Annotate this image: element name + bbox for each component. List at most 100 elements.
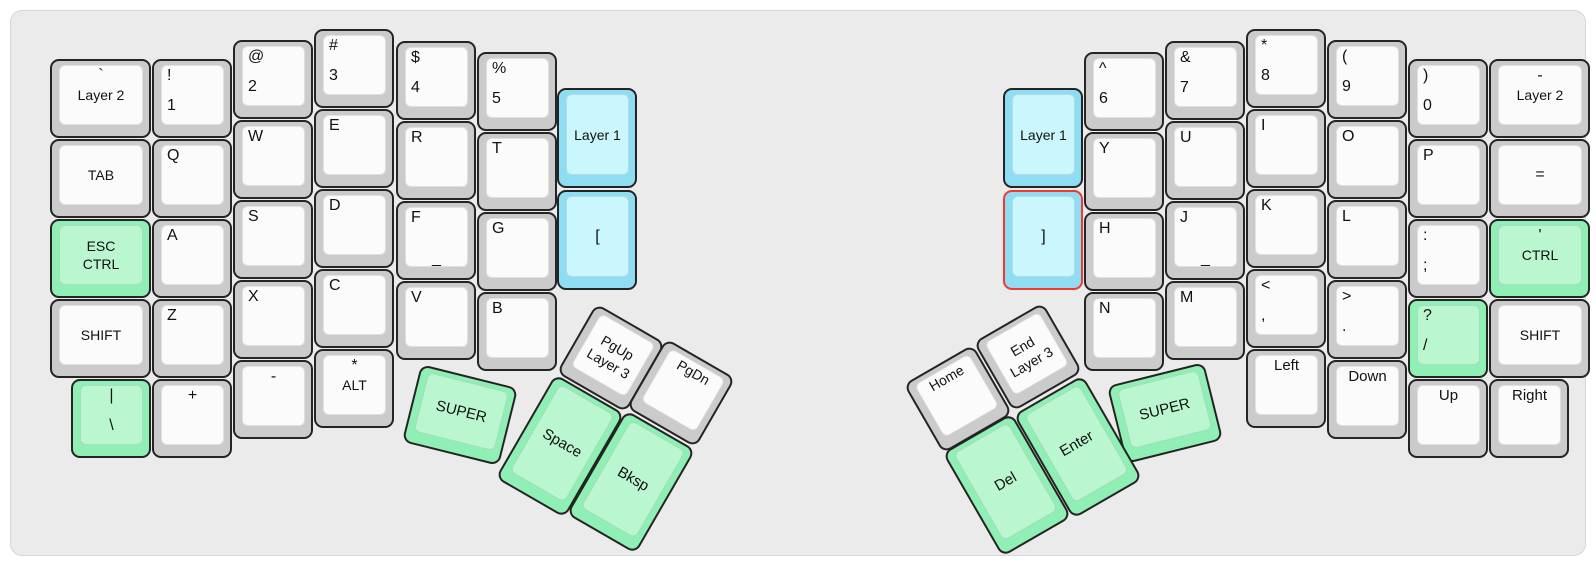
key-l[interactable]: L [1327,200,1407,279]
key-label: R [411,129,423,146]
key-minus-layer2[interactable]: -Layer 2 [1489,59,1590,138]
key-equals[interactable]: = [1489,139,1590,218]
key-label: Down [1348,368,1387,385]
key-slash-question[interactable]: ?/ [1408,299,1488,378]
key-shift-right[interactable]: SHIFT [1489,299,1590,378]
key-w[interactable]: W [233,120,313,199]
key-y[interactable]: Y [1084,132,1164,211]
keycap-top: Layer 1 [1012,94,1075,175]
key-7-amp[interactable]: &7 [1165,41,1245,120]
key-h[interactable]: H [1084,212,1164,291]
key-label: I [1261,117,1266,134]
key-semicolon-colon[interactable]: :; [1408,219,1488,298]
key-j-homing[interactable]: J_ [1165,201,1245,280]
key-u[interactable]: U [1165,121,1245,200]
key-label: > [1342,288,1352,305]
key-center-labels: Layer 1 [567,95,628,174]
key-z[interactable]: Z [152,299,232,378]
keycap-top: SUPER [413,372,509,452]
key-label: Enter [1056,426,1097,460]
key-r[interactable]: R [396,121,476,200]
key-2-at[interactable]: @2 [233,40,313,119]
key-c[interactable]: C [314,269,394,348]
key-center-labels: SUPER [415,373,508,450]
key-label: 4 [411,79,420,97]
key-b[interactable]: B [477,292,557,371]
keycap-top: Down [1336,366,1399,426]
key-label: : [1423,227,1428,244]
key-e[interactable]: E [314,109,394,188]
key-plus[interactable]: + [152,379,232,458]
key-label: # [329,37,338,54]
key-o[interactable]: O [1327,120,1407,199]
key-x[interactable]: X [233,280,313,359]
key-label: ( [1342,48,1348,65]
key-label: 6 [1099,90,1108,108]
key-6-caret[interactable]: ^6 [1084,52,1164,131]
key-label: Up [1438,387,1459,404]
key-tab[interactable]: TAB [50,139,151,218]
key-star-alt[interactable]: *ALT [314,349,394,428]
key-label: E [329,117,340,134]
key-arrow-right[interactable]: Right [1489,379,1569,458]
key-center-labels: SUPER [1118,371,1211,448]
key-center-labels: ALT [324,356,385,414]
key-right-bracket[interactable]: ] [1003,190,1083,290]
key-label: _ [432,250,441,267]
key-label: $ [411,49,420,66]
key-n[interactable]: N [1084,292,1164,371]
key-4-dollar[interactable]: $4 [396,41,476,120]
key-label: TAB [87,167,115,183]
key-label: 1 [167,97,176,115]
key-period-gt[interactable]: >. [1327,280,1407,359]
key-quote-ctrl[interactable]: 'CTRL [1489,219,1590,298]
keycap-top: SHIFT [1498,305,1582,365]
key-g[interactable]: G [477,212,557,291]
key-pipe-backslash[interactable]: |\ [71,379,151,458]
key-a[interactable]: A [152,219,232,298]
keycap-top: TAB [59,145,143,205]
key-m[interactable]: M [1165,281,1245,360]
key-label: SHIFT [80,327,122,343]
key-arrow-up[interactable]: Up [1408,379,1488,458]
key-s[interactable]: S [233,200,313,279]
key-shift-left[interactable]: SHIFT [50,299,151,378]
key-p[interactable]: P [1408,139,1488,218]
key-f-homing[interactable]: F_ [396,201,476,280]
key-i[interactable]: I [1246,109,1326,188]
keycap-top: D [323,195,386,255]
key-super-left[interactable]: SUPER [401,364,519,466]
key-3-hash[interactable]: #3 [314,29,394,108]
key-1-exclam[interactable]: !1 [152,59,232,138]
keycap-top: H [1093,218,1156,278]
key-layer1-right[interactable]: Layer 1 [1003,88,1083,188]
key-grave-layer2[interactable]: `Layer 2 [50,59,151,138]
keycap-top: U [1174,127,1237,187]
key-label: X [248,288,259,305]
key-8-star[interactable]: *8 [1246,29,1326,108]
key-label: SUPER [1137,394,1192,424]
key-9-lparen[interactable]: (9 [1327,40,1407,119]
keycap-top: F_ [405,207,468,267]
key-left-bracket[interactable]: [ [557,190,637,290]
key-d[interactable]: D [314,189,394,268]
key-arrow-left[interactable]: Left [1246,349,1326,428]
key-q[interactable]: Q [152,139,232,218]
key-minus[interactable]: - [233,360,313,439]
key-label: - [1537,67,1543,84]
key-t[interactable]: T [477,132,557,211]
key-k[interactable]: K [1246,189,1326,268]
key-5-percent[interactable]: %5 [477,52,557,131]
key-v[interactable]: V [396,281,476,360]
key-comma-lt[interactable]: <, [1246,269,1326,348]
key-label: \ [109,417,114,435]
key-label: H [1099,220,1111,237]
key-layer1-left[interactable]: Layer 1 [557,88,637,188]
key-center-labels: TAB [60,146,142,204]
key-0-rparen[interactable]: )0 [1408,59,1488,138]
key-arrow-down[interactable]: Down [1327,360,1407,439]
key-label: ^ [1099,60,1107,77]
